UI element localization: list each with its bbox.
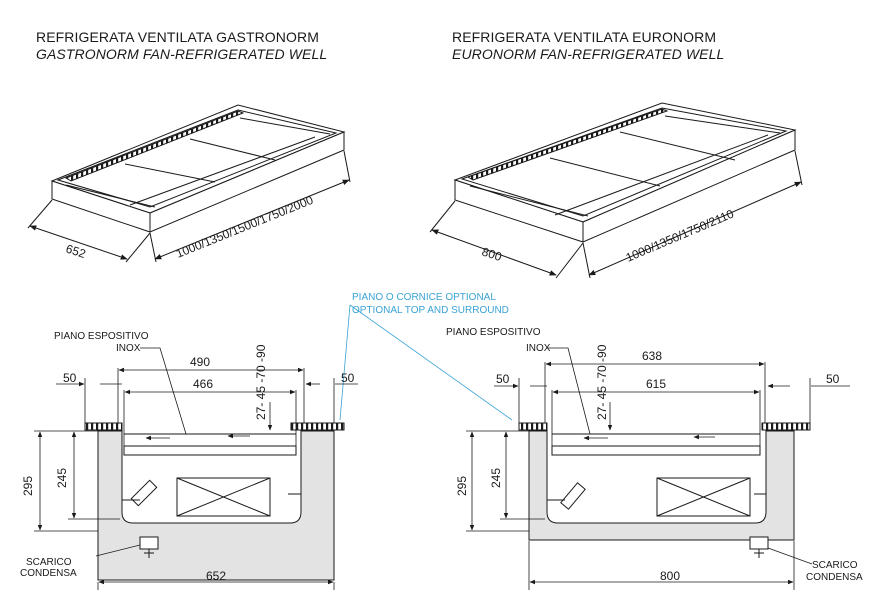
- right-dim-50-left: 50: [496, 372, 510, 386]
- right-dim-245: 245: [489, 468, 503, 488]
- left-title: REFRIGERATA VENTILATA GASTRONORM GASTRON…: [36, 29, 327, 63]
- left-title-en: GASTRONORM FAN-REFRIGERATED WELL: [36, 46, 328, 62]
- left-dim-295: 295: [21, 476, 35, 496]
- right-title-it: REFRIGERATA VENTILATA EURONORM: [452, 29, 717, 45]
- right-label-piano: PIANO ESPOSITIVO: [446, 327, 541, 338]
- left-section-dimensions: [34, 347, 358, 590]
- left-dim-50-left: 50: [63, 371, 77, 385]
- right-dim-638: 638: [642, 349, 662, 363]
- left-label-scarico: SCARICO: [26, 557, 72, 568]
- left-dim-245: 245: [55, 468, 69, 488]
- right-dim-615: 615: [646, 377, 666, 391]
- left-dim-652: 652: [206, 569, 226, 583]
- right-section-view: [518, 422, 811, 558]
- left-dim-466: 466: [193, 377, 213, 391]
- right-section-dimensions: [466, 347, 850, 590]
- left-isometric-view: [27, 104, 351, 263]
- right-label-condensa: CONDENSA: [806, 572, 863, 583]
- left-label-inox: INOX: [116, 343, 141, 354]
- right-title: REFRIGERATA VENTILATA EURONORM EURONORM …: [452, 29, 724, 63]
- left-section-view: [84, 422, 345, 581]
- right-dim-vertical: 27- 45 -70 -90: [595, 344, 609, 420]
- right-title-en: EURONORM FAN-REFRIGERATED WELL: [452, 46, 725, 62]
- optional-label-1: PIANO O CORNICE OPTIONAL: [352, 292, 496, 303]
- left-iso-depth: 652: [64, 242, 88, 262]
- left-label-condensa: CONDENSA: [20, 568, 77, 579]
- optional-label-2: OPTIONAL TOP AND SURROUND: [352, 305, 509, 316]
- left-dim-50-right: 50: [341, 371, 355, 385]
- right-dim-50-right: 50: [826, 372, 840, 386]
- left-label-piano: PIANO ESPOSITIVO: [54, 331, 149, 342]
- right-label-inox: INOX: [526, 343, 551, 354]
- right-iso-depth: 800: [480, 245, 504, 265]
- optional-callout-leaders: [339, 304, 513, 421]
- right-dim-295: 295: [455, 476, 469, 496]
- right-isometric-view: [429, 102, 803, 279]
- left-dim-vertical: 27- 45 -70 -90: [254, 344, 268, 420]
- left-title-it: REFRIGERATA VENTILATA GASTRONORM: [36, 29, 319, 45]
- right-dim-800: 800: [660, 569, 680, 583]
- left-dim-490: 490: [190, 355, 210, 369]
- right-label-scarico: SCARICO: [812, 560, 858, 571]
